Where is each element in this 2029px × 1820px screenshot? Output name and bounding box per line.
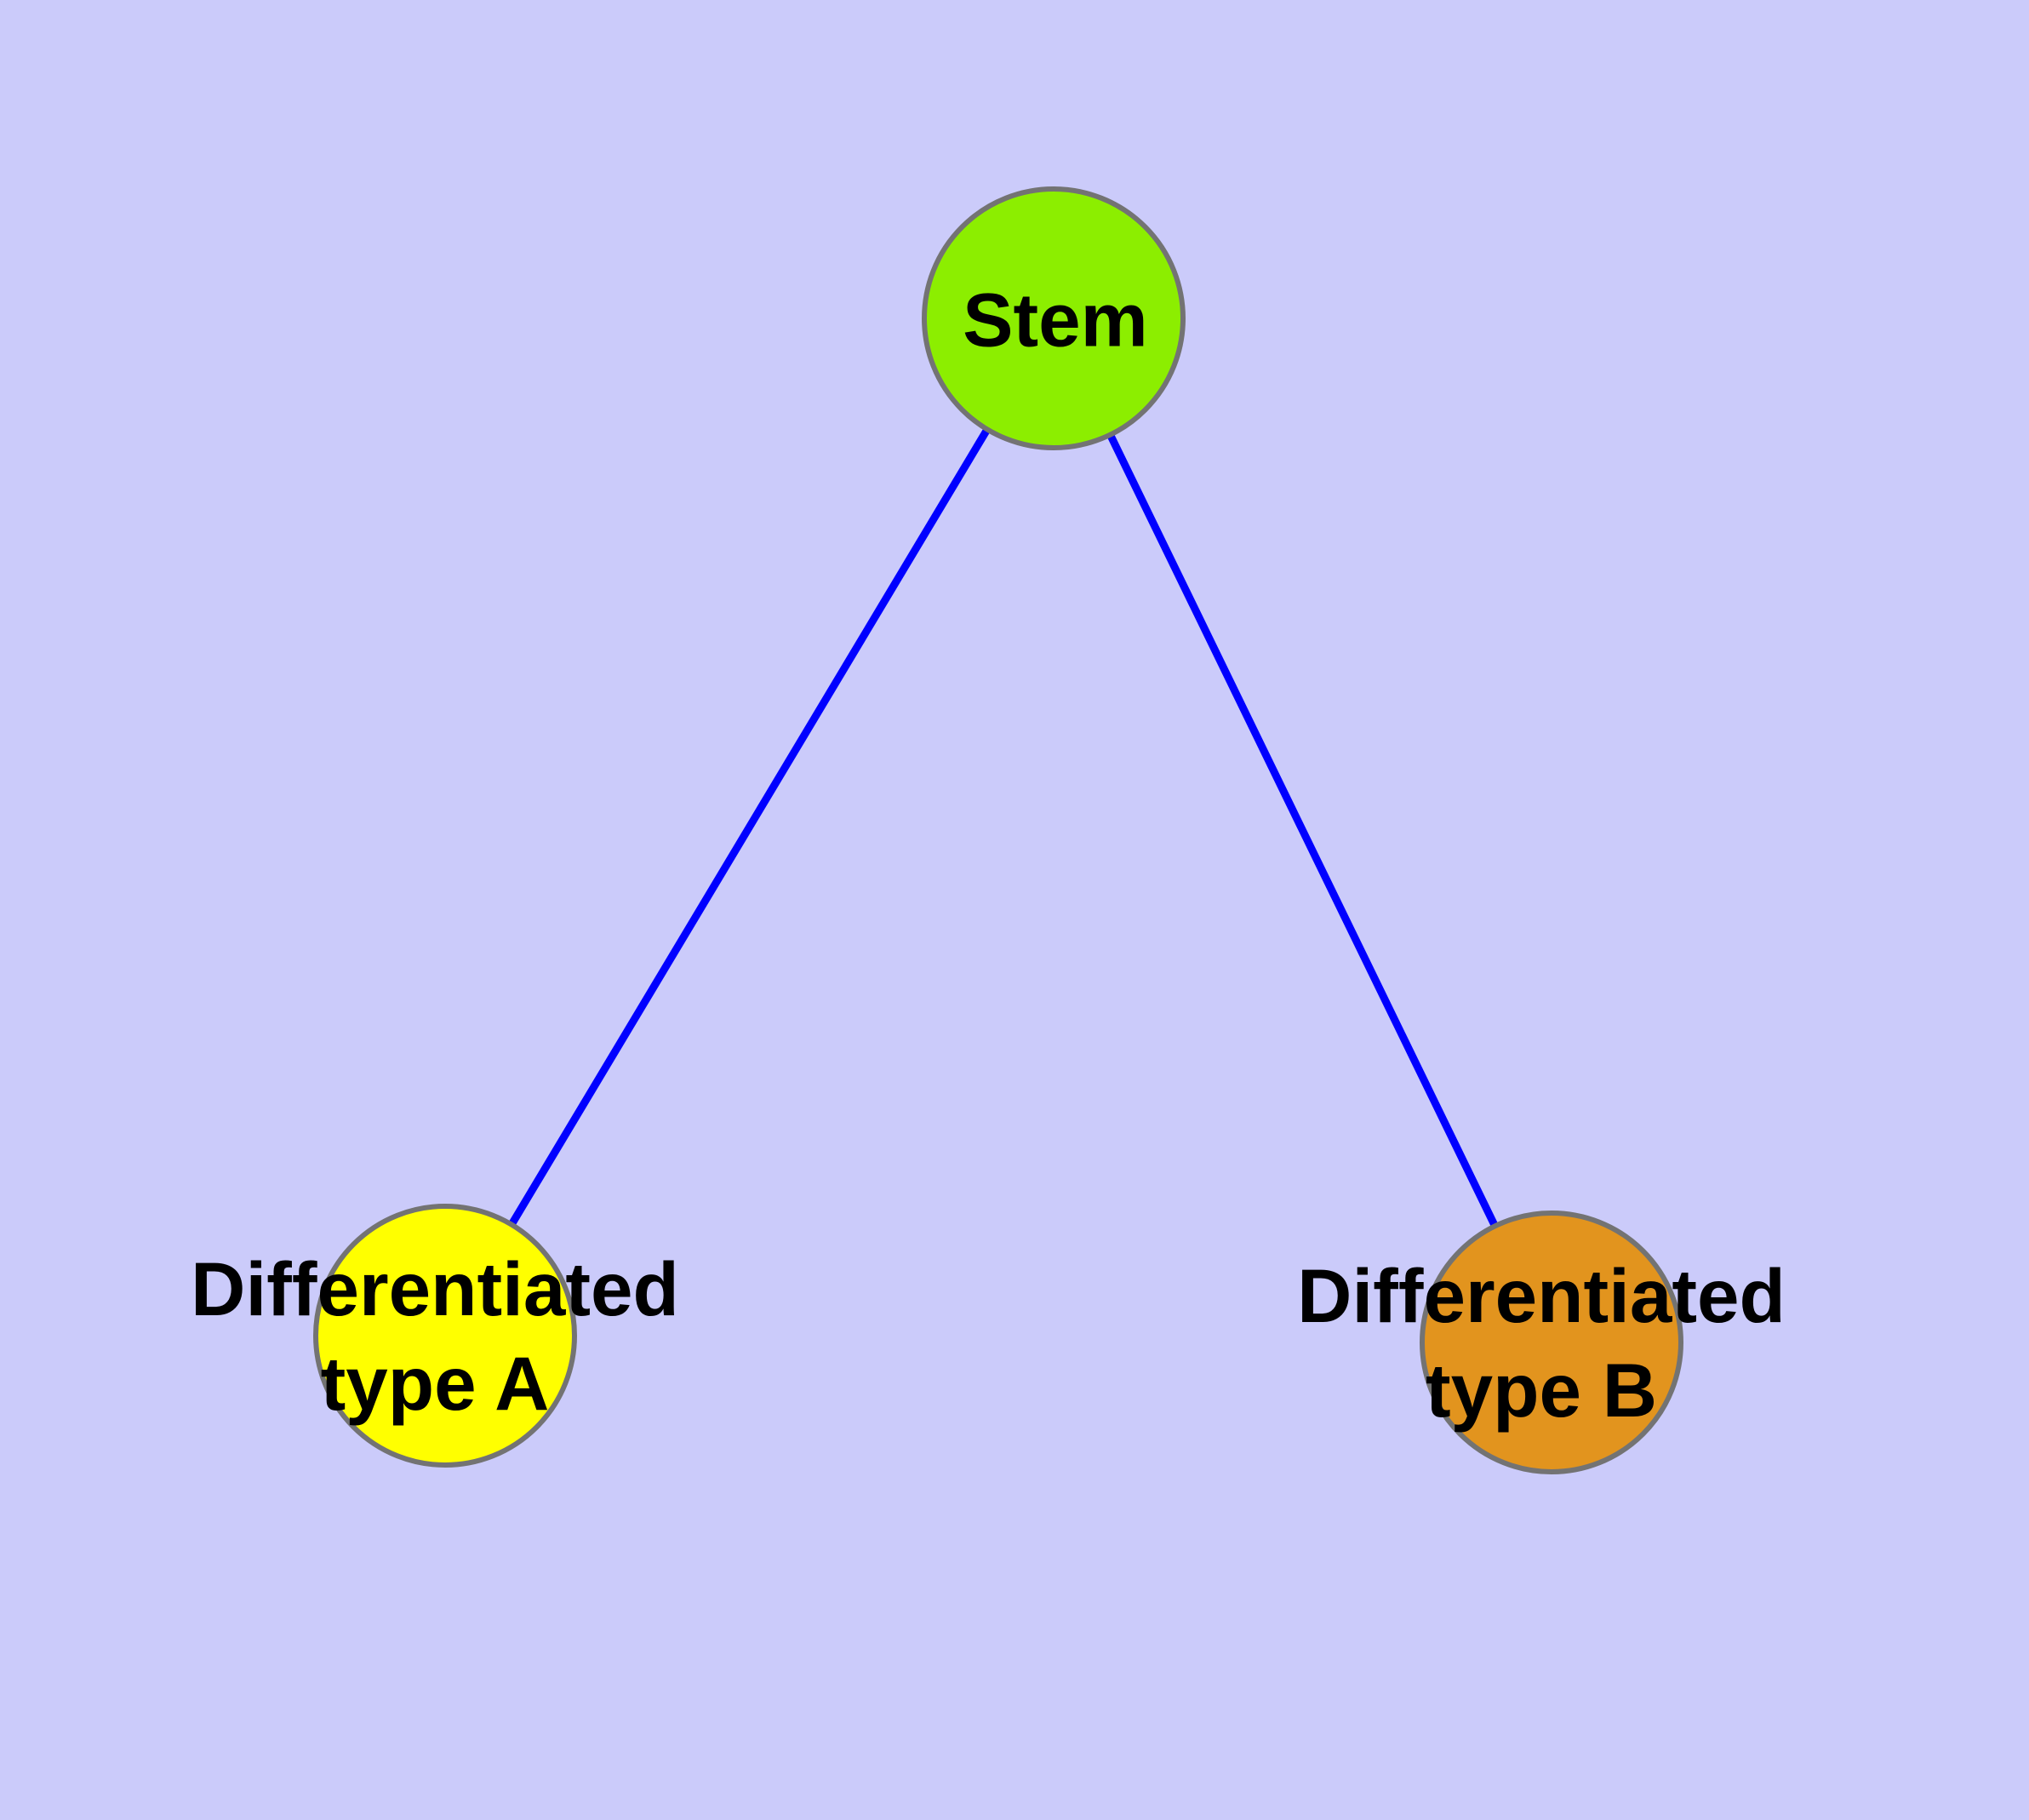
- node-type-a-label: Differentiated type A: [191, 1246, 679, 1426]
- node-type-b-label: Differentiated type B: [1297, 1253, 1786, 1433]
- node-stem-label: Stem: [963, 277, 1148, 363]
- node-type-a-circle: [313, 1204, 577, 1468]
- node-stem-circle: [922, 186, 1186, 450]
- edge-stem-to-type-a: [442, 316, 1057, 1338]
- node-type-b-circle: [1420, 1210, 1683, 1474]
- edge-stem-to-type-b: [1049, 317, 1556, 1344]
